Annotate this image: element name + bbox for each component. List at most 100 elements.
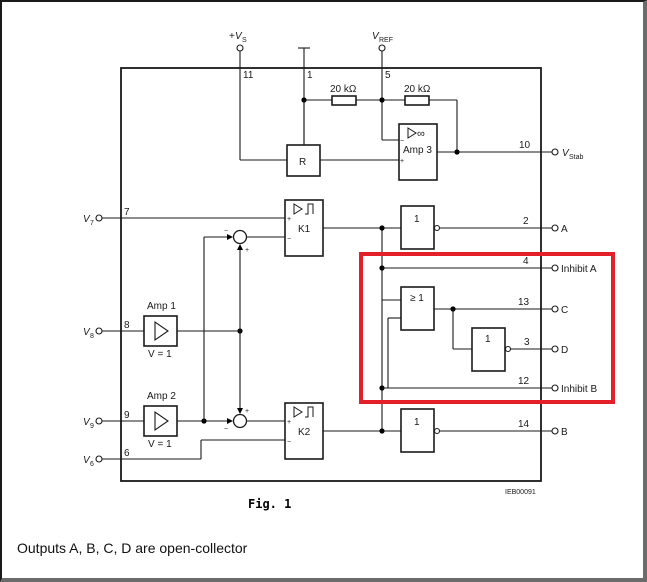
vref-name: V <box>372 31 380 42</box>
v9-terminal <box>95 417 103 425</box>
pin-3: 3 <box>524 337 530 348</box>
svg-text:−: − <box>287 439 291 446</box>
svg-text:≥ 1: ≥ 1 <box>410 293 424 304</box>
svg-text:8: 8 <box>90 333 94 340</box>
svg-text:V: V <box>83 417 91 428</box>
v8-terminal <box>95 327 103 335</box>
amp3-label: Amp 3 <box>403 145 432 156</box>
pin-4: 4 <box>523 256 529 267</box>
amp3-block <box>398 123 438 181</box>
amp1-label: Amp 1 <box>147 301 176 312</box>
pin-1: 1 <box>307 70 313 81</box>
pin-10: 10 <box>519 140 531 151</box>
svg-text:V: V <box>83 214 91 225</box>
amp1-block <box>143 315 178 347</box>
v7-terminal <box>95 214 103 222</box>
svg-text:+: + <box>400 158 404 165</box>
output-d-label: D <box>561 345 568 356</box>
k2-label: K2 <box>298 427 311 438</box>
pin-13: 13 <box>518 297 530 308</box>
inverter-d <box>471 327 506 372</box>
amp1-gain: V = 1 <box>148 349 172 360</box>
buffer-triangle-icon <box>154 410 169 432</box>
pin-14: 14 <box>518 419 530 430</box>
vstab-sub: Stab <box>569 154 584 161</box>
svg-text:6: 6 <box>90 461 94 468</box>
output-b-terminal <box>551 427 559 435</box>
amp2-gain: V = 1 <box>148 439 172 450</box>
output-d-terminal <box>551 345 559 353</box>
svg-text:+: + <box>245 408 249 415</box>
svg-text:+: + <box>287 216 291 223</box>
vref-sub: REF <box>379 37 393 44</box>
gnd-pin: 1 <box>298 47 313 145</box>
svg-text:+: + <box>245 247 249 254</box>
summing-junction-2 <box>232 413 248 429</box>
vref-terminal <box>378 44 386 52</box>
v6-terminal <box>95 455 103 463</box>
vs-terminal <box>236 44 244 52</box>
vref-pin: V REF 5 <box>372 31 393 140</box>
inhibit-a-terminal <box>551 264 559 272</box>
ic-outline <box>120 67 542 482</box>
hysteresis-icon <box>305 406 314 418</box>
pin-2: 2 <box>523 216 529 227</box>
output-b-label: B <box>561 427 568 438</box>
output-c-terminal <box>551 305 559 313</box>
inverter-a <box>400 205 435 250</box>
vstab-terminal <box>551 148 559 156</box>
k1-label: K1 <box>298 224 311 235</box>
k2-comparator <box>284 402 324 460</box>
comparator-icon <box>293 203 303 215</box>
comparator-icon <box>293 406 303 418</box>
svg-text:7: 7 <box>90 220 94 227</box>
svg-text:1: 1 <box>414 214 420 225</box>
inhibit-b-terminal <box>551 384 559 392</box>
svg-text:∞: ∞ <box>417 128 425 140</box>
svg-text:V: V <box>83 327 91 338</box>
svg-text:−: − <box>224 228 228 235</box>
pin-8: 8 <box>124 320 130 331</box>
output-a-terminal <box>551 224 559 232</box>
resistor-2-label: 20 kΩ <box>404 84 431 95</box>
amp2-block <box>143 405 178 437</box>
pin-9: 9 <box>124 410 130 421</box>
resistor-1 <box>331 95 357 106</box>
drawing-id: IEB00091 <box>505 489 536 496</box>
figure-caption: Fig. 1 <box>248 497 292 511</box>
vs-pin: + V S 11 <box>229 31 254 160</box>
svg-text:V: V <box>83 455 91 466</box>
svg-text:1: 1 <box>414 417 420 428</box>
inhibit-a-label: Inhibit A <box>561 264 597 275</box>
svg-text:9: 9 <box>90 423 94 430</box>
highlight-box <box>359 252 615 404</box>
buffer-triangle-icon <box>154 320 169 342</box>
vs-name: V <box>235 31 243 42</box>
svg-text:+: + <box>287 419 291 426</box>
vstab-name: V <box>562 148 570 159</box>
vs-sign: + <box>229 31 235 42</box>
figure-note: Outputs A, B, C, D are open-collector <box>17 540 248 556</box>
summing-junction-1 <box>232 229 248 245</box>
amp2-label: Amp 2 <box>147 391 176 402</box>
inhibit-b-label: Inhibit B <box>561 384 597 395</box>
hysteresis-icon <box>305 203 314 215</box>
output-a-label: A <box>561 224 568 235</box>
svg-text:−: − <box>400 138 404 145</box>
resistor-2 <box>404 95 430 106</box>
pin-12: 12 <box>518 376 530 387</box>
amp-triangle-icon <box>407 127 417 139</box>
pin-11: 11 <box>243 70 254 81</box>
pin-7: 7 <box>124 207 130 218</box>
svg-text:1: 1 <box>485 334 491 345</box>
vs-sub: S <box>242 37 247 44</box>
inverter-b <box>400 408 435 453</box>
resistor-1-label: 20 kΩ <box>330 84 357 95</box>
output-c-label: C <box>561 305 568 316</box>
svg-text:−: − <box>287 236 291 243</box>
or-gate <box>400 286 435 331</box>
pin-6: 6 <box>124 448 130 459</box>
svg-text:−: − <box>224 426 228 433</box>
